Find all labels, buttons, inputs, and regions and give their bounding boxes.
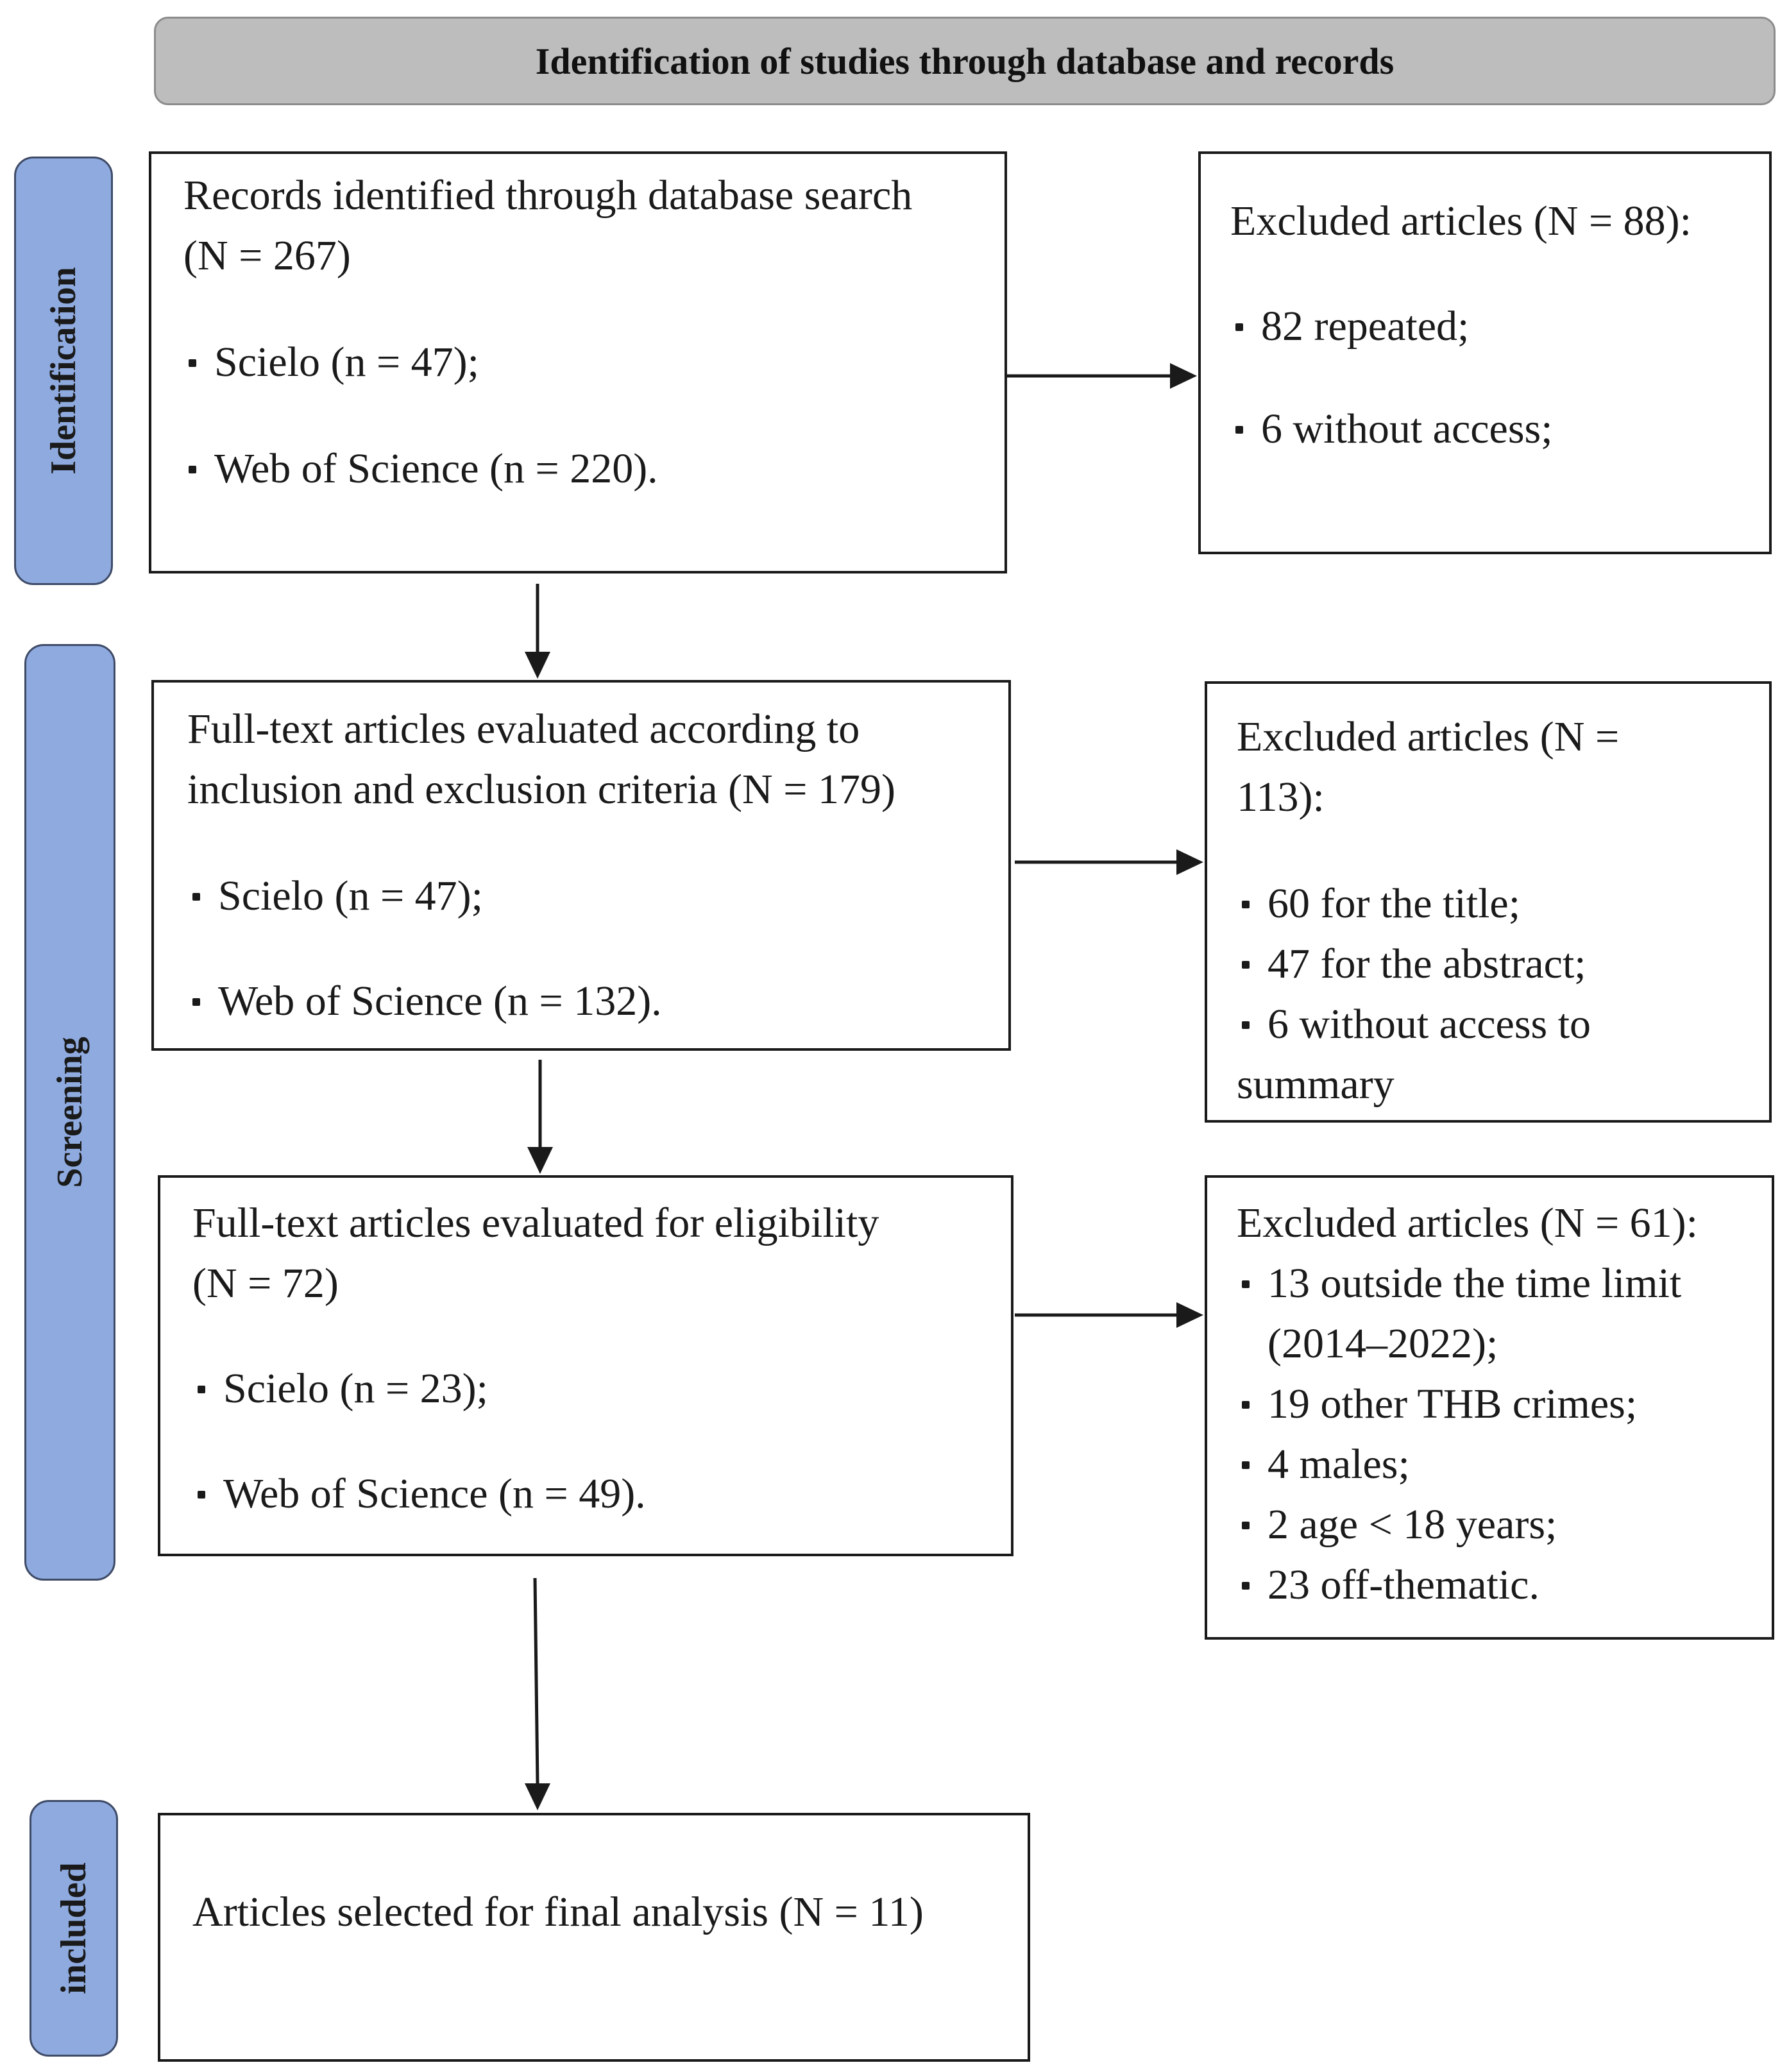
excluded-2-line2: 113): bbox=[1237, 774, 1325, 820]
bullet-icon bbox=[1242, 1280, 1250, 1288]
bullet-icon bbox=[1235, 323, 1243, 331]
eligibility-list: Scielo (n = 23); Web of Science (n = 49)… bbox=[192, 1359, 1011, 1524]
arrow-screening-to-eligibility bbox=[527, 1060, 553, 1174]
identification-list: Scielo (n = 47); Web of Science (n = 220… bbox=[183, 332, 1005, 499]
bullet-icon bbox=[1242, 1401, 1250, 1409]
arrow-identification-to-excluded bbox=[1007, 363, 1197, 389]
list-item: 6 without access; bbox=[1230, 399, 1769, 459]
list-item: Scielo (n = 23); bbox=[192, 1359, 1011, 1419]
bullet-icon bbox=[1235, 426, 1243, 434]
bullet-icon bbox=[1242, 901, 1250, 908]
list-item: Web of Science (n = 132). bbox=[187, 971, 1008, 1032]
excluded-1-title: Excluded articles (N = 88): bbox=[1230, 198, 1691, 244]
final-text: Articles selected for final analysis (N … bbox=[192, 1889, 924, 1935]
bullet-icon bbox=[189, 359, 196, 367]
list-item: 23 off-thematic. bbox=[1237, 1555, 1772, 1615]
eligibility-box: Full-text articles evaluated for eligibi… bbox=[158, 1175, 1013, 1556]
arrow-identification-to-screening bbox=[525, 584, 550, 679]
bullet-icon bbox=[189, 466, 196, 473]
screening-list: Scielo (n = 47); Web of Science (n = 132… bbox=[187, 866, 1008, 1032]
list-item: Web of Science (n = 49). bbox=[192, 1464, 1011, 1524]
bullet-icon bbox=[1242, 961, 1250, 969]
list-item: 4 males; bbox=[1237, 1434, 1772, 1495]
list-item: 82 repeated; bbox=[1230, 296, 1769, 357]
eligibility-line2: (N = 72) bbox=[192, 1260, 339, 1307]
list-item: Scielo (n = 47); bbox=[187, 866, 1008, 926]
bullet-icon bbox=[198, 1386, 205, 1393]
arrow-eligibility-to-final bbox=[525, 1577, 550, 1810]
excluded-2-list: 60 for the title; 47 for the abstract; 6… bbox=[1237, 874, 1769, 1055]
excluded-box-2: Excluded articles (N = 113): 60 for the … bbox=[1205, 681, 1772, 1123]
list-item: 19 other THB crimes; bbox=[1237, 1374, 1772, 1434]
excluded-2-continuation: summary bbox=[1237, 1061, 1395, 1108]
list-item: 47 for the abstract; bbox=[1237, 934, 1769, 994]
excluded-2-line1: Excluded articles (N = bbox=[1237, 713, 1620, 760]
excluded-3-title: Excluded articles (N = 61): bbox=[1237, 1200, 1698, 1246]
bullet-icon bbox=[1242, 1582, 1250, 1590]
bullet-icon bbox=[1242, 1461, 1250, 1469]
eligibility-line1: Full-text articles evaluated for eligibi… bbox=[192, 1200, 879, 1246]
arrow-screening-to-excluded bbox=[1015, 849, 1203, 875]
bullet-icon bbox=[192, 893, 200, 901]
list-item: 6 without access to bbox=[1237, 994, 1769, 1055]
screening-box: Full-text articles evaluated according t… bbox=[151, 680, 1011, 1051]
excluded-box-1: Excluded articles (N = 88): 82 repeated;… bbox=[1198, 151, 1772, 554]
stage-screening-label: Screening bbox=[50, 1037, 90, 1188]
identification-line1: Records identified through database sear… bbox=[183, 172, 913, 219]
screening-line1: Full-text articles evaluated according t… bbox=[187, 706, 860, 752]
header-bar: Identification of studies through databa… bbox=[154, 17, 1776, 105]
list-item: 2 age < 18 years; bbox=[1237, 1495, 1772, 1555]
excluded-box-3: Excluded articles (N = 61): 13 outside t… bbox=[1205, 1175, 1774, 1640]
list-item: 60 for the title; bbox=[1237, 874, 1769, 934]
bullet-icon bbox=[198, 1491, 205, 1499]
excluded-3-list: 13 outside the time limit (2014–2022); 1… bbox=[1237, 1253, 1772, 1615]
stage-screening: Screening bbox=[24, 644, 115, 1581]
list-item: Scielo (n = 47); bbox=[183, 332, 1005, 393]
bullet-icon bbox=[1242, 1522, 1250, 1529]
bullet-icon bbox=[1242, 1021, 1250, 1029]
stage-included: included bbox=[30, 1800, 118, 2057]
excluded-1-list: 82 repeated; 6 without access; bbox=[1230, 296, 1769, 459]
identification-line2: (N = 267) bbox=[183, 232, 351, 279]
stage-identification-label: Identification bbox=[44, 267, 83, 475]
bullet-icon bbox=[192, 998, 200, 1006]
list-item: 13 outside the time limit (2014–2022); bbox=[1237, 1253, 1736, 1374]
final-box: Articles selected for final analysis (N … bbox=[158, 1813, 1030, 2062]
stage-identification: Identification bbox=[14, 157, 113, 585]
header-title: Identification of studies through databa… bbox=[535, 40, 1395, 82]
identification-box: Records identified through database sear… bbox=[149, 151, 1007, 573]
arrow-eligibility-to-excluded bbox=[1015, 1302, 1203, 1328]
stage-included-label: included bbox=[54, 1862, 94, 1994]
list-item: Web of Science (n = 220). bbox=[183, 439, 1005, 499]
screening-line2: inclusion and exclusion criteria (N = 17… bbox=[187, 766, 895, 813]
